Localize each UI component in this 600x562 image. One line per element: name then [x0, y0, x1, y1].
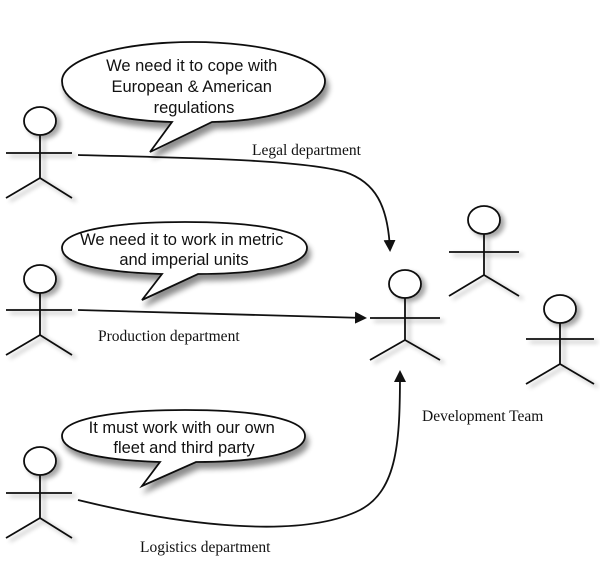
logistics-bubble-text: It must work with our own fleet and thir… [89, 419, 280, 457]
legal-bubble-line-2: European & American [111, 78, 272, 96]
legal-bubble-line-3: regulations [154, 99, 235, 117]
production-speech-bubble [61, 221, 308, 301]
development-team-label: Development Team [422, 408, 543, 425]
legal-speech-bubble [61, 41, 326, 153]
logistics-speech-bubble [61, 409, 306, 489]
legal-bubble-line-1: We need it to cope with [106, 57, 277, 75]
production-to-development-arrow [77, 309, 367, 324]
production-department-label: Production department [98, 328, 240, 345]
logistics-stick-figure [5, 446, 73, 539]
production-bubble-line-2: and imperial units [119, 251, 248, 269]
logistics-bubble-line-1: It must work with our own [89, 419, 275, 437]
development-stick-figure-front [369, 269, 441, 361]
legal-bubble-text: We need it to cope with European & Ameri… [106, 57, 282, 117]
legal-to-development-arrow [77, 154, 396, 252]
development-stick-figure-back [448, 205, 520, 297]
legal-stick-figure [5, 106, 73, 199]
production-bubble-text: We need it to work in metric and imperia… [80, 231, 288, 269]
logistics-to-development-arrow [77, 370, 406, 528]
logistics-department-label: Logistics department [140, 539, 271, 556]
logistics-bubble-line-2: fleet and third party [113, 439, 255, 457]
production-bubble-line-1: We need it to work in metric [80, 231, 283, 249]
production-stick-figure [5, 264, 73, 356]
development-stick-figure-right [525, 294, 595, 385]
legal-department-label: Legal department [252, 142, 362, 159]
